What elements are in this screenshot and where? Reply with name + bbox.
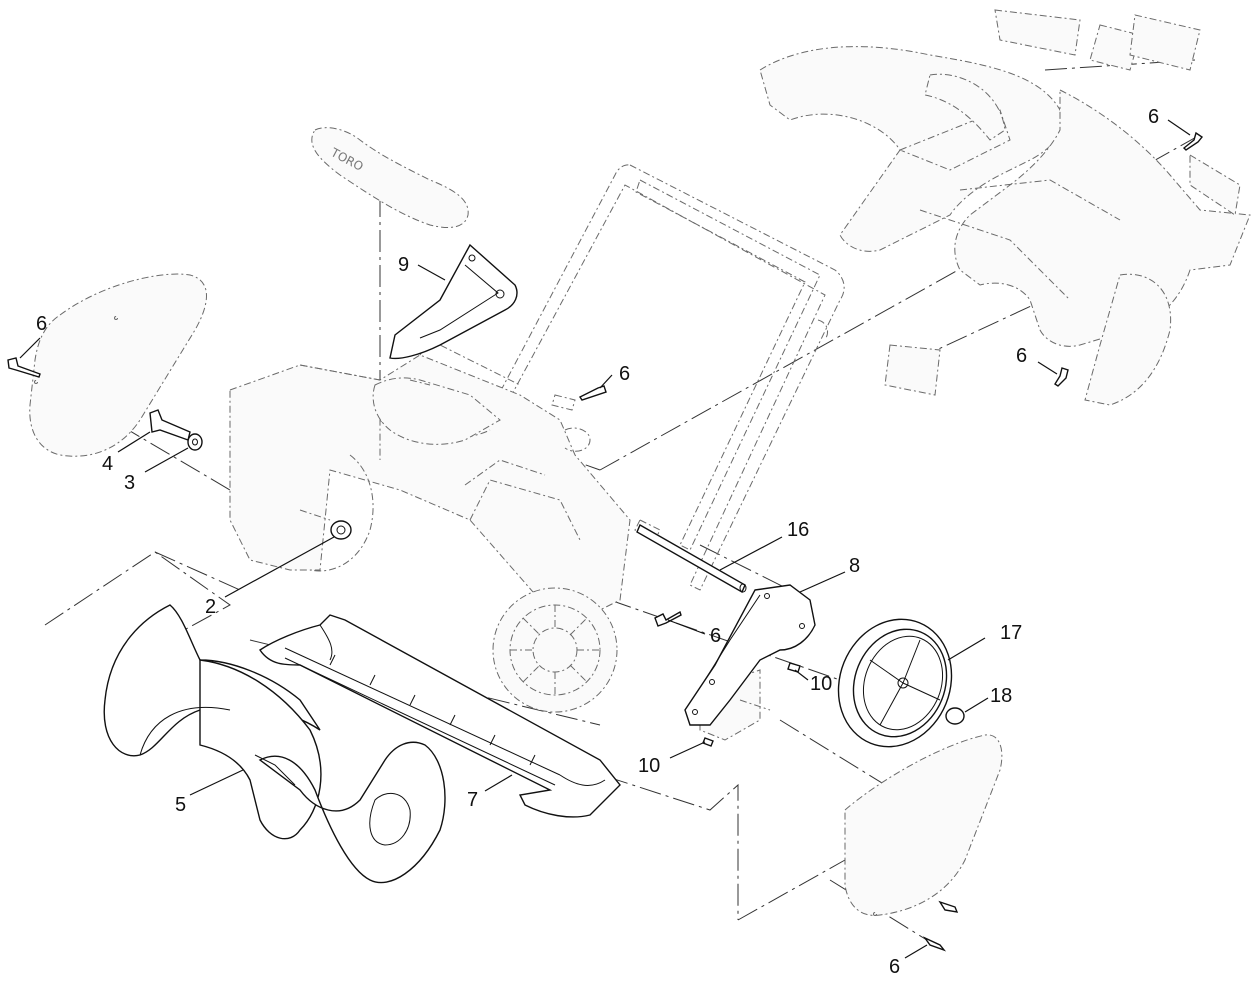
part-18-hub-cap [945,707,965,725]
handle-console-ghost [759,9,1251,406]
rotor-housing-ghost [492,587,618,713]
chute-bracket-ghost [372,377,501,445]
part-9-chute-plate [389,243,518,360]
part-6-screw-bracket [654,610,682,627]
callout-2: 2 [205,596,216,618]
callout-6-top-right: 6 [1148,106,1159,128]
part-3-washer [187,433,203,451]
side-cover-right-ghost [844,734,1003,916]
callout-10-a: 10 [810,673,832,695]
part-2-bushing [330,520,352,540]
handle-grip-ghost: TORO [311,127,469,228]
part-5-auger [103,604,446,884]
callout-6-left: 6 [36,313,47,335]
callout-9: 9 [398,254,409,276]
callout-6-bottom: 6 [889,956,900,978]
callout-17: 17 [1000,622,1022,644]
part-16-axle [636,524,747,593]
callout-4: 4 [102,453,113,475]
callout-6-center: 6 [619,363,630,385]
part-6-screw-center [578,385,607,401]
side-cover-left-ghost [29,273,207,457]
callout-5: 5 [175,794,186,816]
part-17-wheel [837,618,953,748]
housing-body-ghost [229,339,631,621]
callout-18: 18 [990,685,1012,707]
callout-3: 3 [124,472,135,494]
leader-lines [19,119,1191,959]
callout-8: 8 [849,555,860,577]
part-10-pin-b [702,737,714,747]
part-4-shoulder-bolt [149,409,191,441]
callout-labels: 6 4 3 2 9 6 6 6 16 8 6 17 18 10 10 5 7 6 [36,106,1159,978]
callout-7: 7 [467,789,478,811]
callout-10-b: 10 [638,755,660,777]
part-10-pin-a [787,662,801,673]
part-7-scraper-bar [259,614,621,818]
callout-6-bracket: 6 [710,625,721,647]
part-6-screw-right [1054,367,1069,387]
part-6-screw-left [7,357,41,378]
callout-6-right: 6 [1016,345,1027,367]
callout-16: 16 [787,519,809,541]
part-6-screw-top-right [1182,131,1204,151]
part-8-wheel-bracket [684,584,816,726]
part-6-screw-bottom-b [922,936,947,952]
part-6-screw-bottom-a [938,900,959,913]
handle-frame-ghost [479,164,845,591]
